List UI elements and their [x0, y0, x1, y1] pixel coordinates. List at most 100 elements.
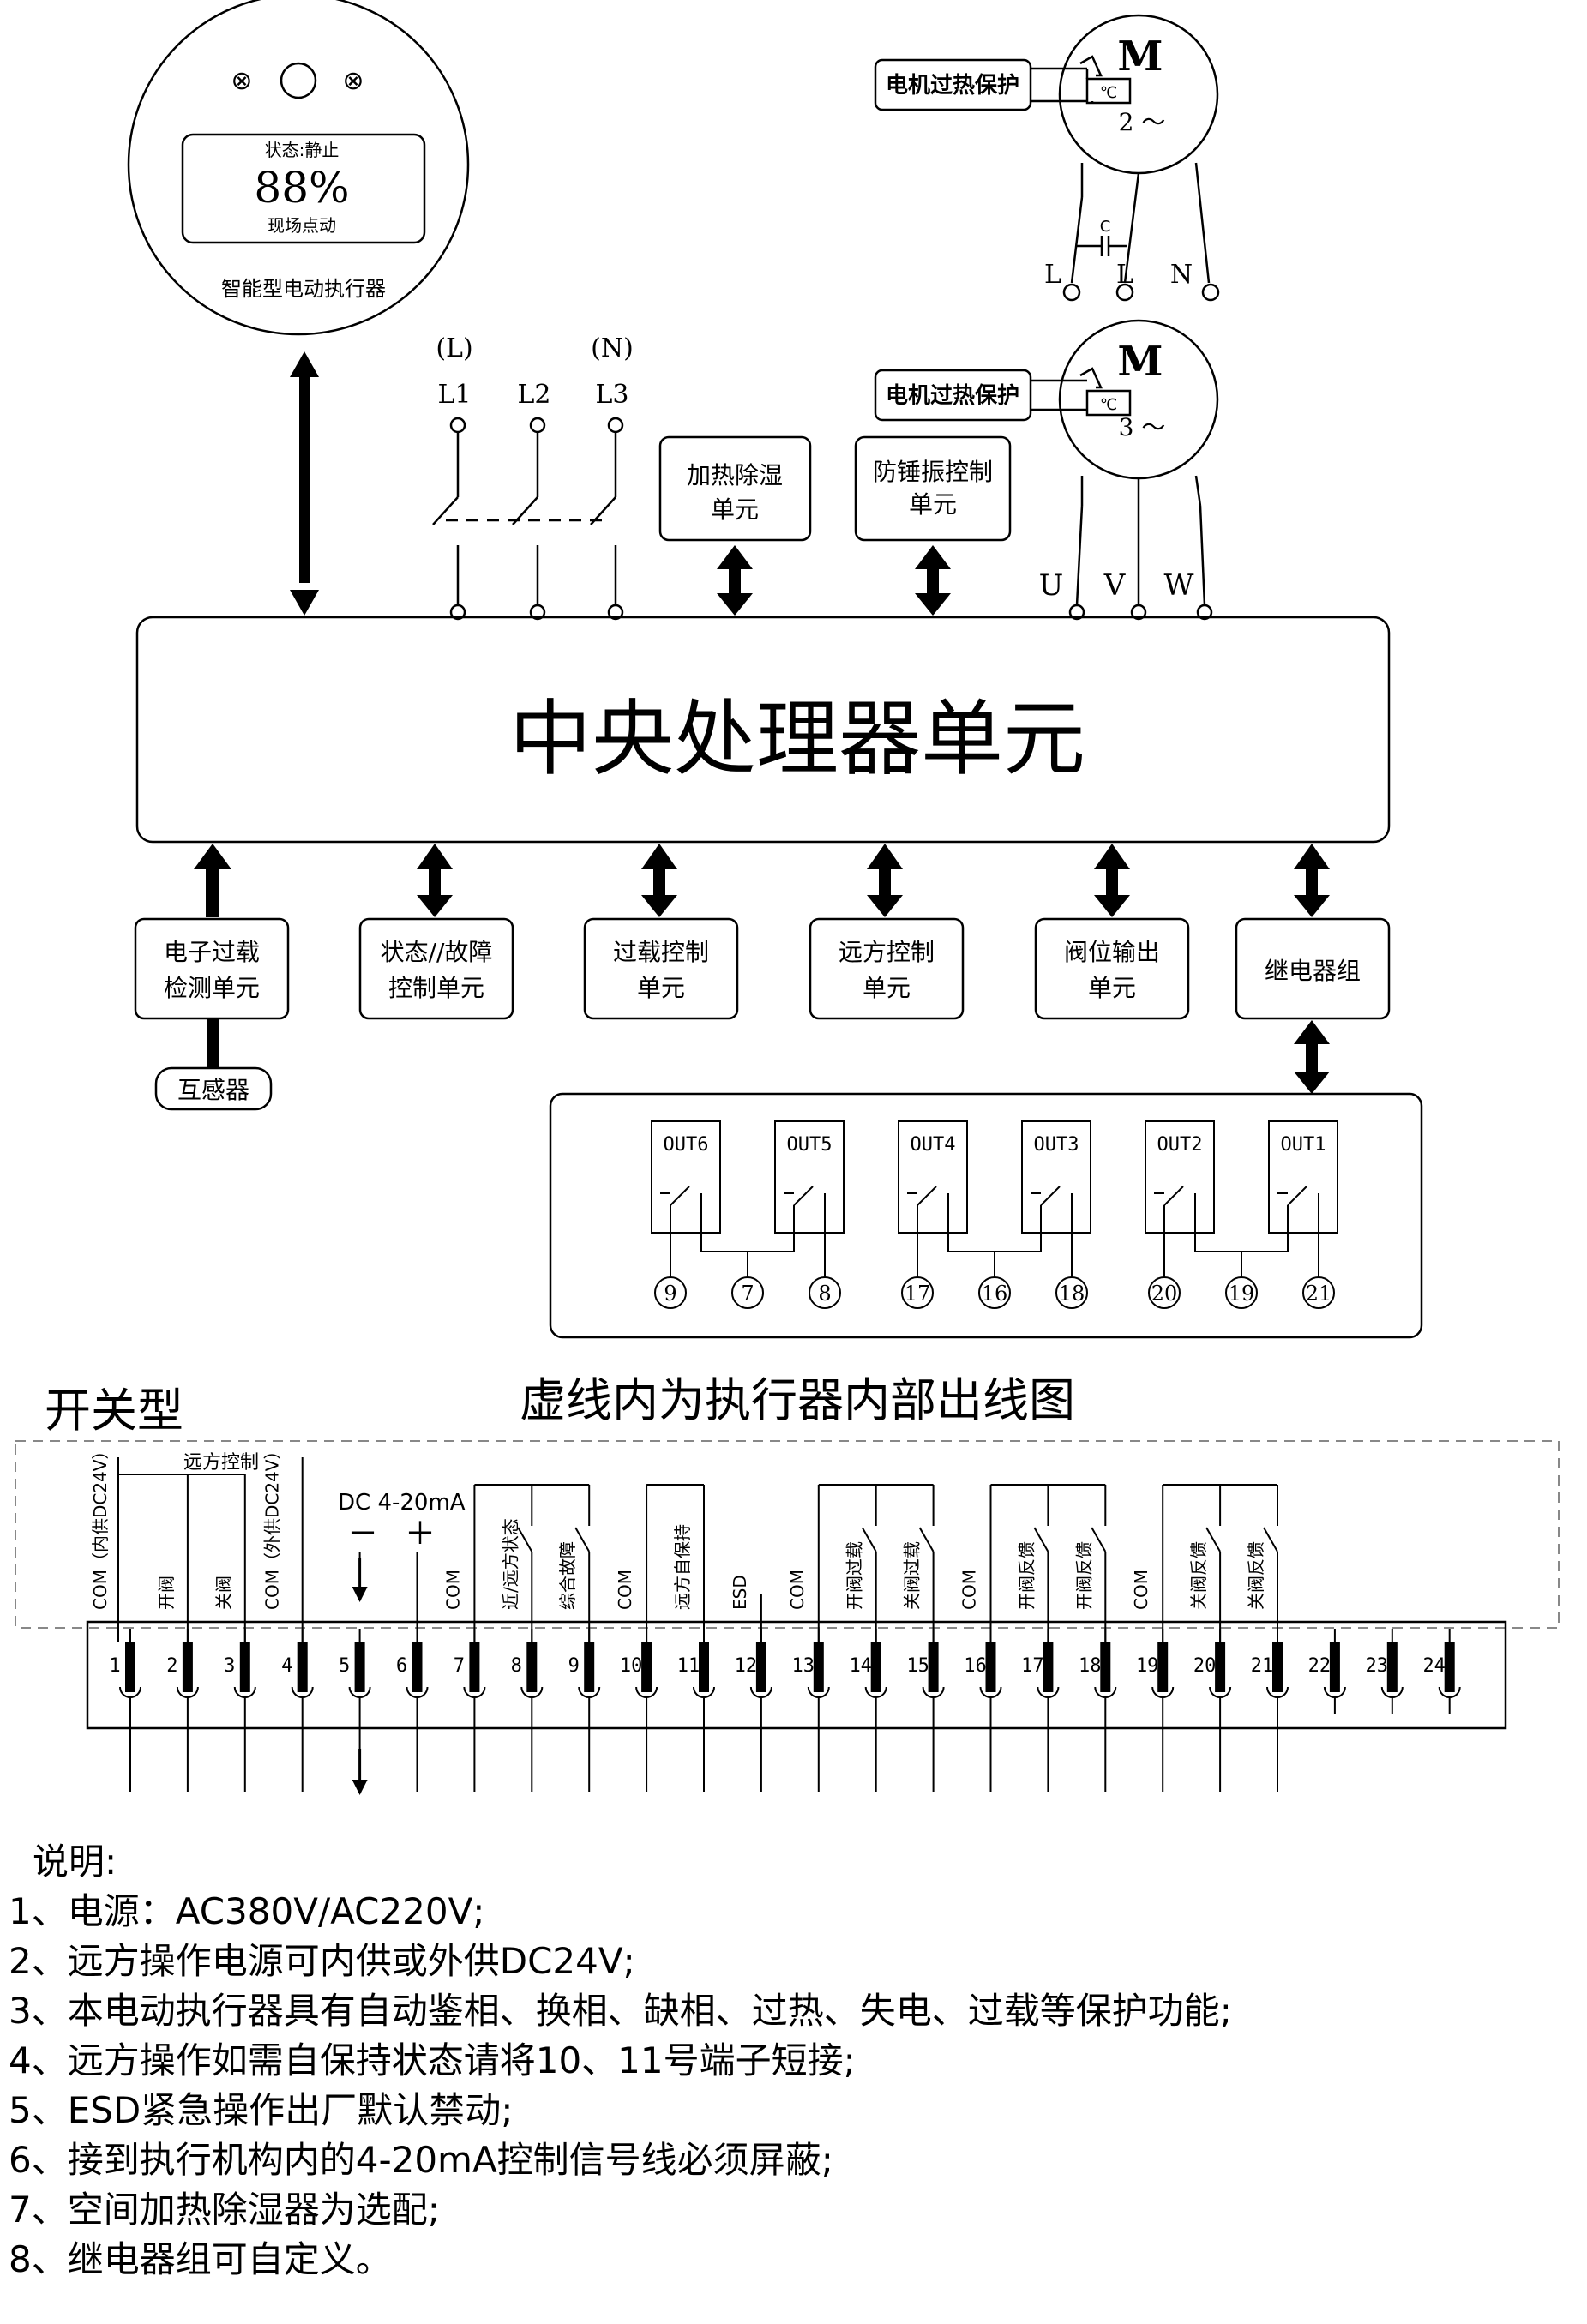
status-fault-label-1: 状态//故障 [381, 938, 493, 966]
hammer-unit-label-2: 单元 [909, 490, 957, 519]
terminal-6: 6 [396, 1642, 429, 1698]
relay-contact-icon [784, 1186, 826, 1226]
terminal-function-label: 开阀 [156, 1576, 177, 1610]
hammer-unit-label-1: 防锤振控制 [873, 458, 993, 486]
relay-output-label: OUT6 [664, 1134, 709, 1156]
status-fault-unit: 状态//故障 控制单元 [358, 917, 514, 1020]
heat-unit-label-1: 加热除湿 [687, 461, 783, 489]
terminal-number: 15 [906, 1655, 929, 1677]
wiring-title: 虚线内为执行器内部出线图 [520, 1373, 1075, 1427]
overload-detect-label-1: 电子过载 [164, 938, 260, 966]
terminal-20: 20 [1193, 1642, 1232, 1698]
wiring-section: 开关型 虚线内为执行器内部出线图 远方控制 DC 4-20mA － ＋ COM（… [15, 1373, 1560, 1795]
note-item-3: 3、本电动执行器具有自动鉴相、换相、缺相、过热、失电、过载等保护功能; [9, 1990, 1232, 2032]
terminal-number: 19 [1136, 1655, 1159, 1677]
terminal-number: 2 [166, 1655, 177, 1677]
actuator-display: ⊗ ⊗ 状态:静止 88% 现场点动 智能型电动执行器 [127, 0, 470, 336]
motor1-term-n: N [1170, 260, 1193, 290]
note-item-8: 8、继电器组可自定义。 [9, 2238, 392, 2280]
terminal-function-label: COM [787, 1570, 808, 1610]
terminal-function-label: 关阀反馈 [1188, 1541, 1209, 1610]
motor1-term-l1: L [1044, 260, 1061, 290]
notes-section: 说明: 1、电源：AC380V/AC220V; 2、远方操作电源可内供或外供DC… [9, 1837, 1578, 2285]
terminal-number: 1 [109, 1655, 120, 1677]
relay-group-label: 继电器组 [1265, 957, 1361, 985]
terminal-17: 17 [1021, 1642, 1060, 1698]
terminal-number: 8 [511, 1655, 522, 1677]
relay-contact-icon [907, 1186, 949, 1226]
relay-contact-icon [1031, 1186, 1073, 1226]
relay-terminal [809, 1276, 841, 1309]
terminal-2: 2 [166, 1642, 199, 1698]
dc-label: DC 4-20mA [338, 1490, 466, 1516]
cpu-label: 中央处理器单元 [509, 691, 1085, 787]
relay-cell [1021, 1120, 1091, 1234]
terminal-11: 11 [677, 1642, 715, 1698]
relay-output-label: OUT4 [911, 1134, 956, 1156]
transformer-label: 互感器 [177, 1076, 249, 1104]
terminal-number: 4 [281, 1655, 292, 1677]
terminal-24: 24 [1422, 1642, 1461, 1698]
relay-cell [898, 1120, 968, 1234]
motor1-protect-label: 电机过热保护 [886, 73, 1019, 99]
relay-terminal-number: 8 [818, 1282, 831, 1306]
terminal-function-label: COM [959, 1570, 980, 1610]
terminal-function-label: 开阀反馈 [1016, 1541, 1037, 1610]
terminal-4: 4 [281, 1642, 314, 1698]
motor1-phase: 2 ～ [1119, 108, 1166, 136]
motor1-term-l2: L [1116, 260, 1133, 290]
motor1-cap-label: C [1100, 218, 1111, 236]
relay-output-label: OUT1 [1281, 1134, 1326, 1156]
terminal-function-label: 综合故障 [557, 1541, 578, 1610]
hammer-arrow [915, 545, 951, 616]
motor3-term-w: W [1164, 568, 1194, 603]
relay-terminal [654, 1276, 687, 1309]
terminal-16: 16 [964, 1642, 1002, 1698]
relay-terminal [978, 1276, 1011, 1309]
terminal-number: 13 [792, 1655, 815, 1677]
relay-output-label: OUT2 [1157, 1134, 1203, 1156]
terminal-3: 3 [224, 1642, 256, 1698]
relay-cell [774, 1120, 845, 1234]
terminal-function-label: 关阀 [213, 1576, 234, 1610]
actuator-mode: 现场点动 [268, 215, 336, 236]
relay-terminal-number: 9 [664, 1282, 676, 1306]
motor3-protect-label: 电机过热保护 [886, 383, 1019, 409]
relay-terminal [1148, 1276, 1181, 1309]
relay-contact-icon [1277, 1186, 1319, 1226]
note-item-6: 6、接到执行机构内的4-20mA控制信号线必须屏蔽; [9, 2139, 833, 2181]
terminal-function-label: COM [615, 1570, 635, 1610]
indicator-left-icon: ⊗ [231, 66, 252, 96]
relay-group-unit: 继电器组 [1235, 917, 1391, 1020]
overload-detect-unit: 电子过载 检测单元 [134, 917, 290, 1020]
motor-three-labels: 电机过热保护 M ℃ 3 ～ U V W [874, 338, 1194, 603]
terminal-number: 6 [396, 1655, 407, 1677]
terminal-number: 24 [1422, 1655, 1446, 1677]
transformer: 互感器 [154, 1066, 273, 1111]
relay-contact-icon [660, 1186, 702, 1226]
relay-cell [651, 1120, 721, 1234]
valve-output-label-2: 单元 [1088, 974, 1136, 1002]
motor-single-labels: 电机过热保护 M ℃ 2 ～ C L L N [874, 33, 1193, 290]
valve-output-label-1: 阀位输出 [1064, 938, 1160, 966]
lower-arrows [194, 844, 1330, 1094]
actuator-status: 状态:静止 [265, 140, 340, 160]
line-l3: L3 [595, 380, 628, 410]
line-l1: L1 [437, 380, 471, 410]
relay-terminal [1302, 1276, 1335, 1309]
terminal-function-label: 关阀过载 [902, 1541, 923, 1610]
terminal-number: 12 [735, 1655, 758, 1677]
heat-unit-label-2: 单元 [711, 495, 759, 524]
terminal-number: 23 [1366, 1655, 1389, 1677]
line-l2: L2 [517, 380, 550, 410]
cpu-unit: 中央处理器单元 [135, 616, 1391, 844]
internal-dashed-frame [15, 1440, 1560, 1629]
relay-output-label: OUT5 [787, 1134, 833, 1156]
relay-terminal-number: 20 [1151, 1282, 1178, 1306]
remote-ctrl-unit: 远方控制 单元 [809, 917, 965, 1020]
terminal-number: 14 [849, 1655, 872, 1677]
overload-ctrl-unit: 过载控制 单元 [583, 917, 739, 1020]
terminal-8: 8 [511, 1642, 544, 1698]
